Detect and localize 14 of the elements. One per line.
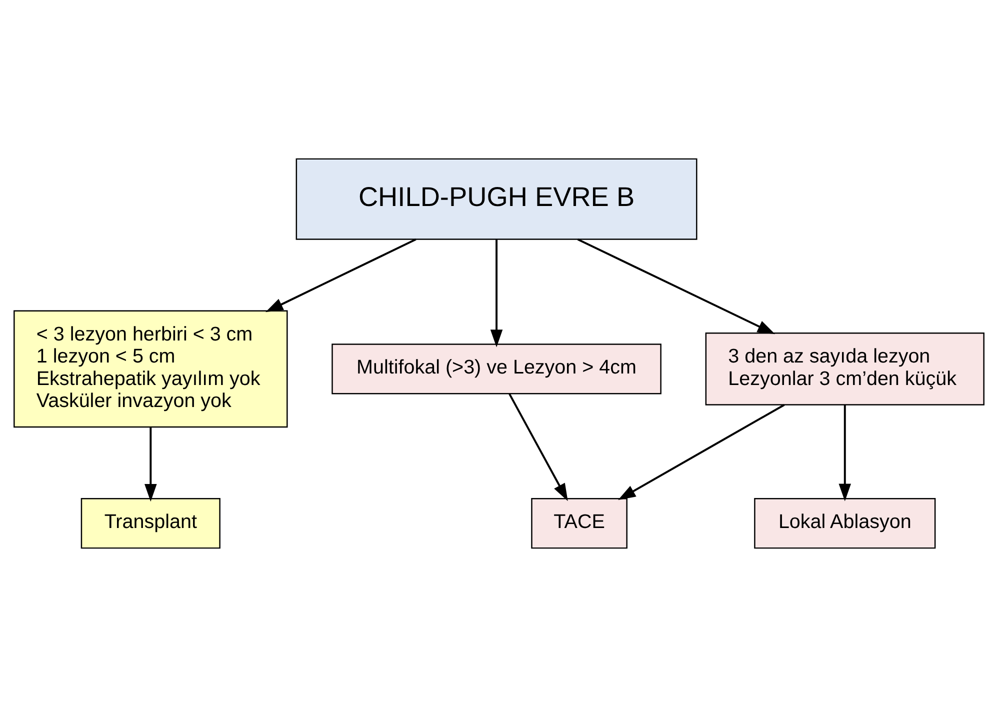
node-box: TACE	[531, 498, 628, 549]
arrow	[838, 405, 852, 502]
node-box: Lokal Ablasyon	[754, 498, 936, 549]
arrow	[508, 393, 568, 502]
arrow	[618, 404, 785, 500]
node-box: Transplant	[80, 498, 220, 549]
arrow	[144, 427, 157, 502]
node-box: Multifokal (>3) ve Lezyon > 4cm	[332, 344, 662, 394]
arrow	[577, 238, 776, 334]
arrow	[266, 238, 416, 312]
node-box: 3 den az sayıda lezyon Lezyonlar 3 cm’den küçük	[705, 332, 984, 406]
node-box: < 3 lezyon herbiri < 3 cm 1 lezyon < 5 cm Ekstrahepatik yayılım yok Vasküler invazyon yok	[14, 310, 288, 428]
node-box: CHILD-PUGH EVRE B	[296, 158, 698, 240]
arrow	[490, 240, 503, 348]
